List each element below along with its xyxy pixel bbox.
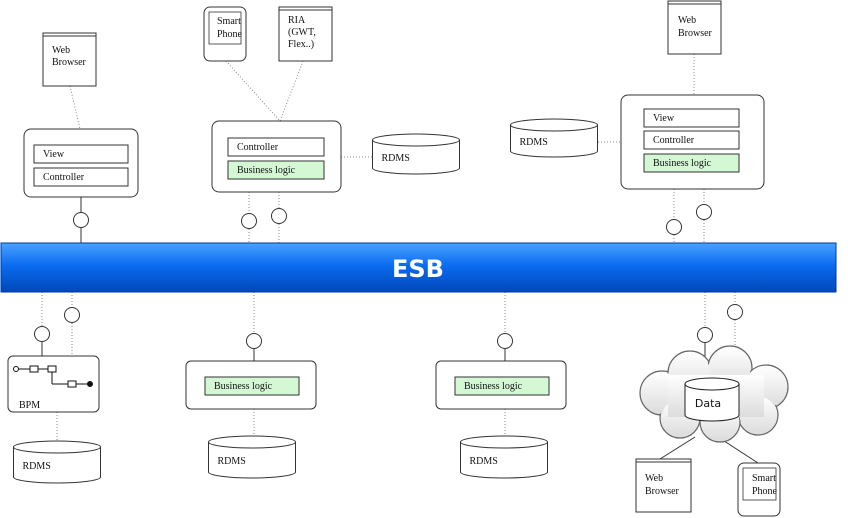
- rdms-label: RDMS: [218, 456, 246, 467]
- bpm-label: BPM: [19, 400, 40, 411]
- module-bpm: BPM: [7, 355, 100, 413]
- interface-circles: [34, 204, 743, 349]
- cloud-data-store: Data: [639, 345, 789, 443]
- controller-label: Controller: [237, 142, 279, 153]
- interface-circle: [73, 212, 89, 228]
- interface-circle: [697, 327, 713, 343]
- rdms-label: RDMS: [470, 456, 498, 467]
- interface-circle: [241, 213, 257, 229]
- module-business-logic-1: Business logic: [185, 360, 317, 410]
- module-business-logic-2: Business logic: [435, 360, 567, 410]
- interface-circle: [666, 219, 682, 235]
- business-logic-label: Business logic: [653, 158, 712, 169]
- module-view-controller-logic: View Controller Business logic: [620, 94, 765, 190]
- module-controller-logic: Controller Business logic: [211, 120, 342, 193]
- controller-label: Controller: [43, 172, 85, 183]
- controller-label: Controller: [653, 135, 695, 146]
- rdms-database: RDMS: [372, 133, 460, 175]
- interface-circle: [497, 333, 513, 349]
- rdms-label: RDMS: [520, 137, 548, 148]
- rdms-database: RDMS: [13, 440, 101, 484]
- business-logic-label: Business logic: [237, 165, 296, 176]
- view-label: View: [653, 113, 675, 124]
- rdms-database: RDMS: [510, 118, 598, 158]
- interface-circle: [727, 304, 743, 320]
- ria-client: RIA(GWT,Flex..): [278, 6, 333, 62]
- business-logic-label: Business logic: [214, 381, 273, 392]
- view-label: View: [43, 149, 65, 160]
- esb-label: ESB: [392, 255, 444, 283]
- rdms-label: RDMS: [382, 153, 410, 164]
- rdms-database: RDMS: [460, 435, 548, 479]
- bpm-flow-icon: [13, 365, 93, 388]
- solid-connectors: [41, 197, 759, 464]
- ria-label: RIA(GWT,Flex..): [288, 15, 316, 50]
- interface-circle: [64, 307, 80, 323]
- rdms-database: RDMS: [208, 435, 296, 479]
- data-cylinder-icon: [684, 377, 740, 422]
- interface-circle: [696, 204, 712, 220]
- rdms-label: RDMS: [23, 461, 51, 472]
- esb-bus: ESB: [0, 242, 837, 293]
- business-logic-label: Business logic: [464, 381, 523, 392]
- interface-circle: [271, 208, 287, 224]
- data-label: Data: [695, 397, 721, 410]
- interface-circle: [34, 326, 50, 342]
- interface-circle: [246, 333, 262, 349]
- module-view-controller-left: View Controller: [23, 128, 139, 198]
